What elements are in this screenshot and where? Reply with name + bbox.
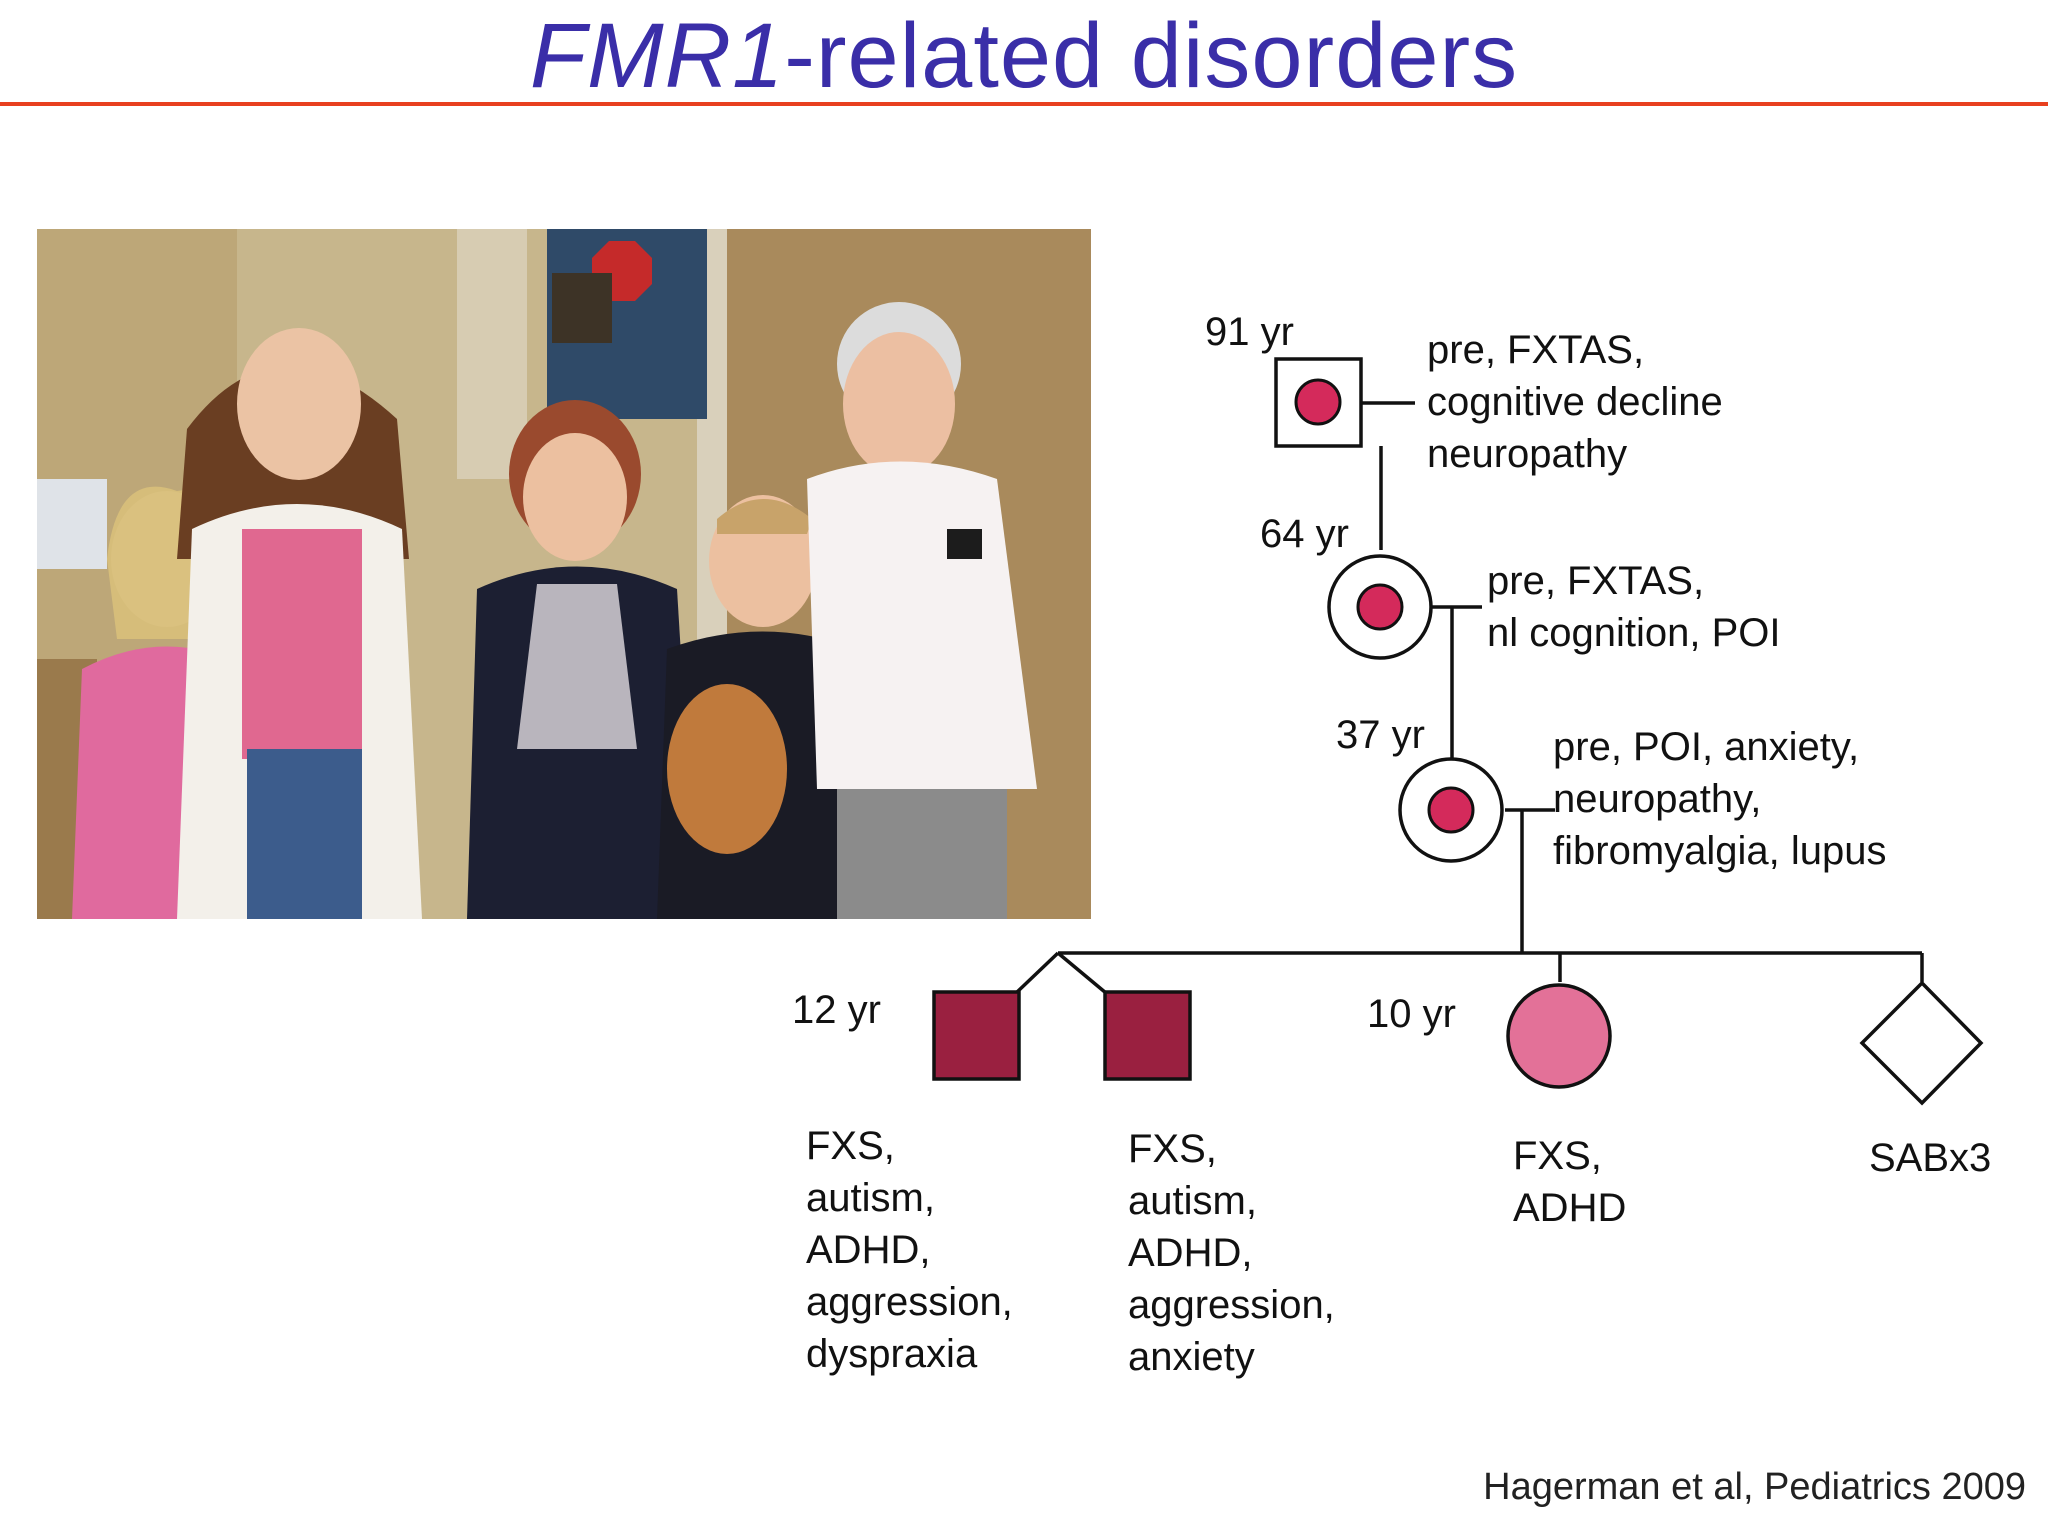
daughter-note-line: FXS, (1513, 1134, 1602, 1178)
twin2-note-line: FXS, (1128, 1127, 1217, 1171)
mother-note-line: pre, POI, anxiety, (1553, 725, 1859, 769)
twin1-note-line: FXS, (806, 1124, 895, 1168)
grandfather-age: 91 yr (1205, 310, 1294, 354)
grandfather-carrier-dot (1294, 378, 1342, 426)
line-twin1 (1014, 951, 1060, 995)
twin1-symbol (932, 990, 1021, 1081)
grandfather-note-line: cognitive decline (1427, 380, 1723, 424)
line-twin2 (1056, 951, 1108, 995)
slide-title: FMR1-related disorders (0, 4, 2048, 108)
twin2-notes: FXS, autism, ADHD, aggression, anxiety (1128, 1127, 1346, 1379)
mother-note-line: neuropathy, (1553, 777, 1761, 821)
twin1-note-line: dyspraxia (806, 1332, 978, 1376)
grandmother-note-line: pre, FXTAS, (1487, 559, 1704, 603)
daughter-age: 10 yr (1367, 992, 1456, 1036)
family-photo (37, 229, 1091, 919)
twin1-note-line: autism, (806, 1176, 935, 1220)
mother-notes: pre, POI, anxiety, neuropathy, fibromyal… (1553, 725, 1887, 873)
pedigree-lines (1014, 401, 1924, 1098)
twin2-symbol (1103, 990, 1192, 1081)
twin2-note-line: ADHD, (1128, 1231, 1252, 1275)
daughter-notes: FXS, ADHD (1513, 1134, 1626, 1230)
sab-notes: SABx3 (1869, 1136, 1991, 1180)
daughter-note-line: ADHD (1513, 1186, 1626, 1230)
twin1-age: 12 yr (792, 988, 881, 1032)
twin1-notes: FXS, autism, ADHD, aggression, dyspraxia (806, 1124, 1024, 1376)
twin2-note-line: anxiety (1128, 1335, 1255, 1379)
title-rest: -related disorders (784, 5, 1519, 107)
grandmother-notes: pre, FXTAS, nl cognition, POI (1487, 559, 1781, 655)
grandfather-notes: pre, FXTAS, cognitive decline neuropathy (1427, 328, 1734, 476)
mother-age: 37 yr (1336, 713, 1425, 757)
grandfather-note-line: pre, FXTAS, (1427, 328, 1644, 372)
twin1-note-line: ADHD, (806, 1228, 930, 1272)
grandfather-note-line: neuropathy (1427, 432, 1627, 476)
twin2-note-line: aggression, (1128, 1283, 1335, 1327)
grandmother-carrier-dot (1356, 583, 1404, 631)
title-gene: FMR1 (529, 5, 785, 107)
mother-carrier-dot (1427, 786, 1475, 834)
sab-note-line: SABx3 (1869, 1136, 1991, 1180)
twin1-note-line: aggression, (806, 1280, 1013, 1324)
title-rule (0, 102, 2048, 106)
grandmother-age: 64 yr (1260, 512, 1349, 556)
sab-symbol (1859, 980, 1984, 1106)
citation: Hagerman et al, Pediatrics 2009 (1483, 1466, 2026, 1508)
grandmother-note-line: nl cognition, POI (1487, 611, 1781, 655)
daughter-symbol (1506, 983, 1612, 1089)
twin2-note-line: autism, (1128, 1179, 1257, 1223)
mother-note-line: fibromyalgia, lupus (1553, 829, 1887, 873)
